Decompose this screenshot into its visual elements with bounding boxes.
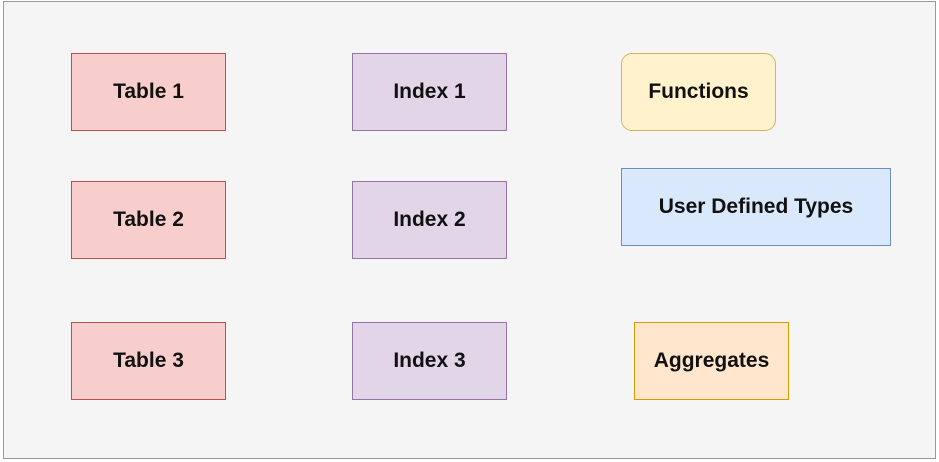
index-3-label: Index 3 <box>393 349 466 372</box>
index-2-label: Index 2 <box>393 208 466 231</box>
table-3-label: Table 3 <box>113 349 184 372</box>
aggregates-box[interactable]: Aggregates <box>634 322 789 400</box>
index-2-box[interactable]: Index 2 <box>352 181 507 259</box>
table-3-box[interactable]: Table 3 <box>71 322 226 400</box>
user-defined-types-box[interactable]: User Defined Types <box>621 168 891 246</box>
index-1-box[interactable]: Index 1 <box>352 53 507 131</box>
table-1-label: Table 1 <box>113 80 184 103</box>
table-2-label: Table 2 <box>113 208 184 231</box>
functions-label: Functions <box>648 80 749 103</box>
user-defined-types-label: User Defined Types <box>658 195 854 218</box>
diagram-canvas: Table 1 Table 2 Table 3 Index 1 Index 2 … <box>3 1 936 459</box>
aggregates-label: Aggregates <box>653 349 770 372</box>
index-3-box[interactable]: Index 3 <box>352 322 507 400</box>
functions-box[interactable]: Functions <box>621 53 776 131</box>
table-1-box[interactable]: Table 1 <box>71 53 226 131</box>
table-2-box[interactable]: Table 2 <box>71 181 226 259</box>
index-1-label: Index 1 <box>393 80 466 103</box>
